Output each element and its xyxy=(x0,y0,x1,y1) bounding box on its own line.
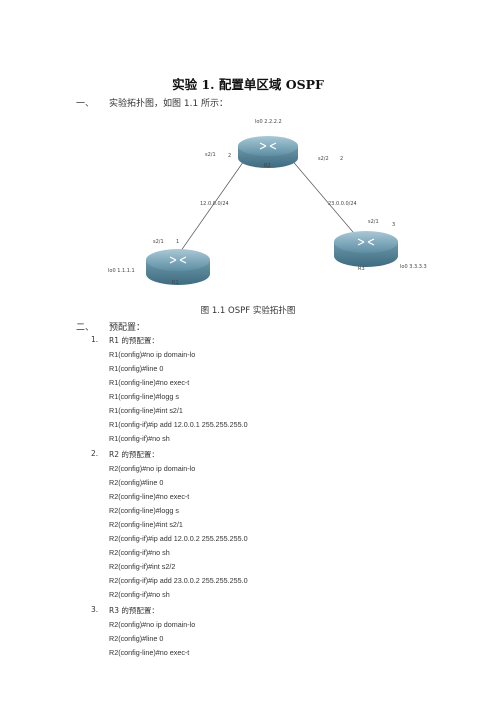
section-number: 二、 xyxy=(76,323,95,333)
command-line: R1(config-line)#no exec-t xyxy=(109,378,190,387)
command-line: R1(config)#no ip domain-lo xyxy=(109,350,196,359)
command-line: R2(config-if)#ip add 12.0.0.2 255.255.25… xyxy=(109,534,248,543)
r1-name: R1 xyxy=(172,280,179,286)
command-line: R2(config)#line 0 xyxy=(109,634,164,643)
command-line: R2(config-line)#int s2/1 xyxy=(109,520,183,529)
command-line: R2(config-if)#ip add 23.0.0.2 255.255.25… xyxy=(109,576,248,585)
command-line: R1(config-line)#int s2/1 xyxy=(109,406,183,415)
router-r1-icon xyxy=(146,249,210,285)
r3-loopback: lo0 3.3.3.3 xyxy=(400,264,427,270)
command-line: R2(config)#no ip domain-lo xyxy=(109,464,196,473)
r3-name: R3 xyxy=(358,266,365,272)
command-line: R2(config-if)#no sh xyxy=(109,548,170,557)
command-line: R2(config-if)#int s2/2 xyxy=(109,562,176,571)
link2-network: 23.0.0.0/24 xyxy=(328,201,357,207)
step-title: R1 的预配置： xyxy=(109,336,159,345)
section-text: 实验拓扑图，如图 1.1 所示： xyxy=(109,99,229,109)
router-r2-icon xyxy=(238,136,298,168)
r1-interface: s2/1 xyxy=(153,239,164,245)
document-title: 实验 1. 配置单区域 OSPF xyxy=(172,77,324,92)
figure-caption: 图 1.1 OSPF 实验拓扑图 xyxy=(200,306,296,316)
command-line: R1(config-line)#logg s xyxy=(109,392,179,401)
command-line: R2(config-if)#no sh xyxy=(109,590,170,599)
step-number: 1. xyxy=(91,335,99,344)
step-number: 3. xyxy=(91,605,99,614)
r2-right-interface: s2/2 xyxy=(318,156,329,162)
r2-name: R2 xyxy=(264,163,271,169)
step-number: 2. xyxy=(91,449,99,458)
ospf-topology-diagram: R2 lo0 2.2.2.2 s2/1 2 s2/2 2 12.0.0.0/24… xyxy=(108,119,427,286)
section-text: 预配置： xyxy=(109,323,146,333)
command-line: R2(config-line)#logg s xyxy=(109,506,179,515)
command-line: R2(config)#line 0 xyxy=(109,478,164,487)
r1-loopback: lo0 1.1.1.1 xyxy=(108,268,135,274)
section-number: 一、 xyxy=(76,99,95,109)
r3-interface: s2/1 xyxy=(368,219,379,225)
step-title: R3 的预配置： xyxy=(109,606,159,615)
command-line: R1(config-if)#no sh xyxy=(109,434,170,443)
command-line: R2(config)#no ip domain-lo xyxy=(109,620,196,629)
router-r3-icon xyxy=(334,231,398,267)
command-line: R2(config-line)#no exec-t xyxy=(109,492,190,501)
r3-ip: 3 xyxy=(392,222,395,228)
command-line: R1(config)#line 0 xyxy=(109,364,164,373)
r2-loopback: lo0 2.2.2.2 xyxy=(255,119,282,125)
step-title: R2 的预配置： xyxy=(109,450,159,459)
link1-network: 12.0.0.0/24 xyxy=(200,201,229,207)
r2-right-ip: 2 xyxy=(340,156,343,162)
command-line: R1(config-if)#ip add 12.0.0.1 255.255.25… xyxy=(109,420,248,429)
link-r2-r3 xyxy=(289,157,365,246)
link-r1-r2 xyxy=(177,157,247,256)
command-line: R2(config-line)#no exec-t xyxy=(109,648,190,657)
r2-left-interface: s2/1 xyxy=(205,152,216,158)
r2-left-ip: 2 xyxy=(228,153,231,159)
r1-ip: 1 xyxy=(176,239,179,245)
